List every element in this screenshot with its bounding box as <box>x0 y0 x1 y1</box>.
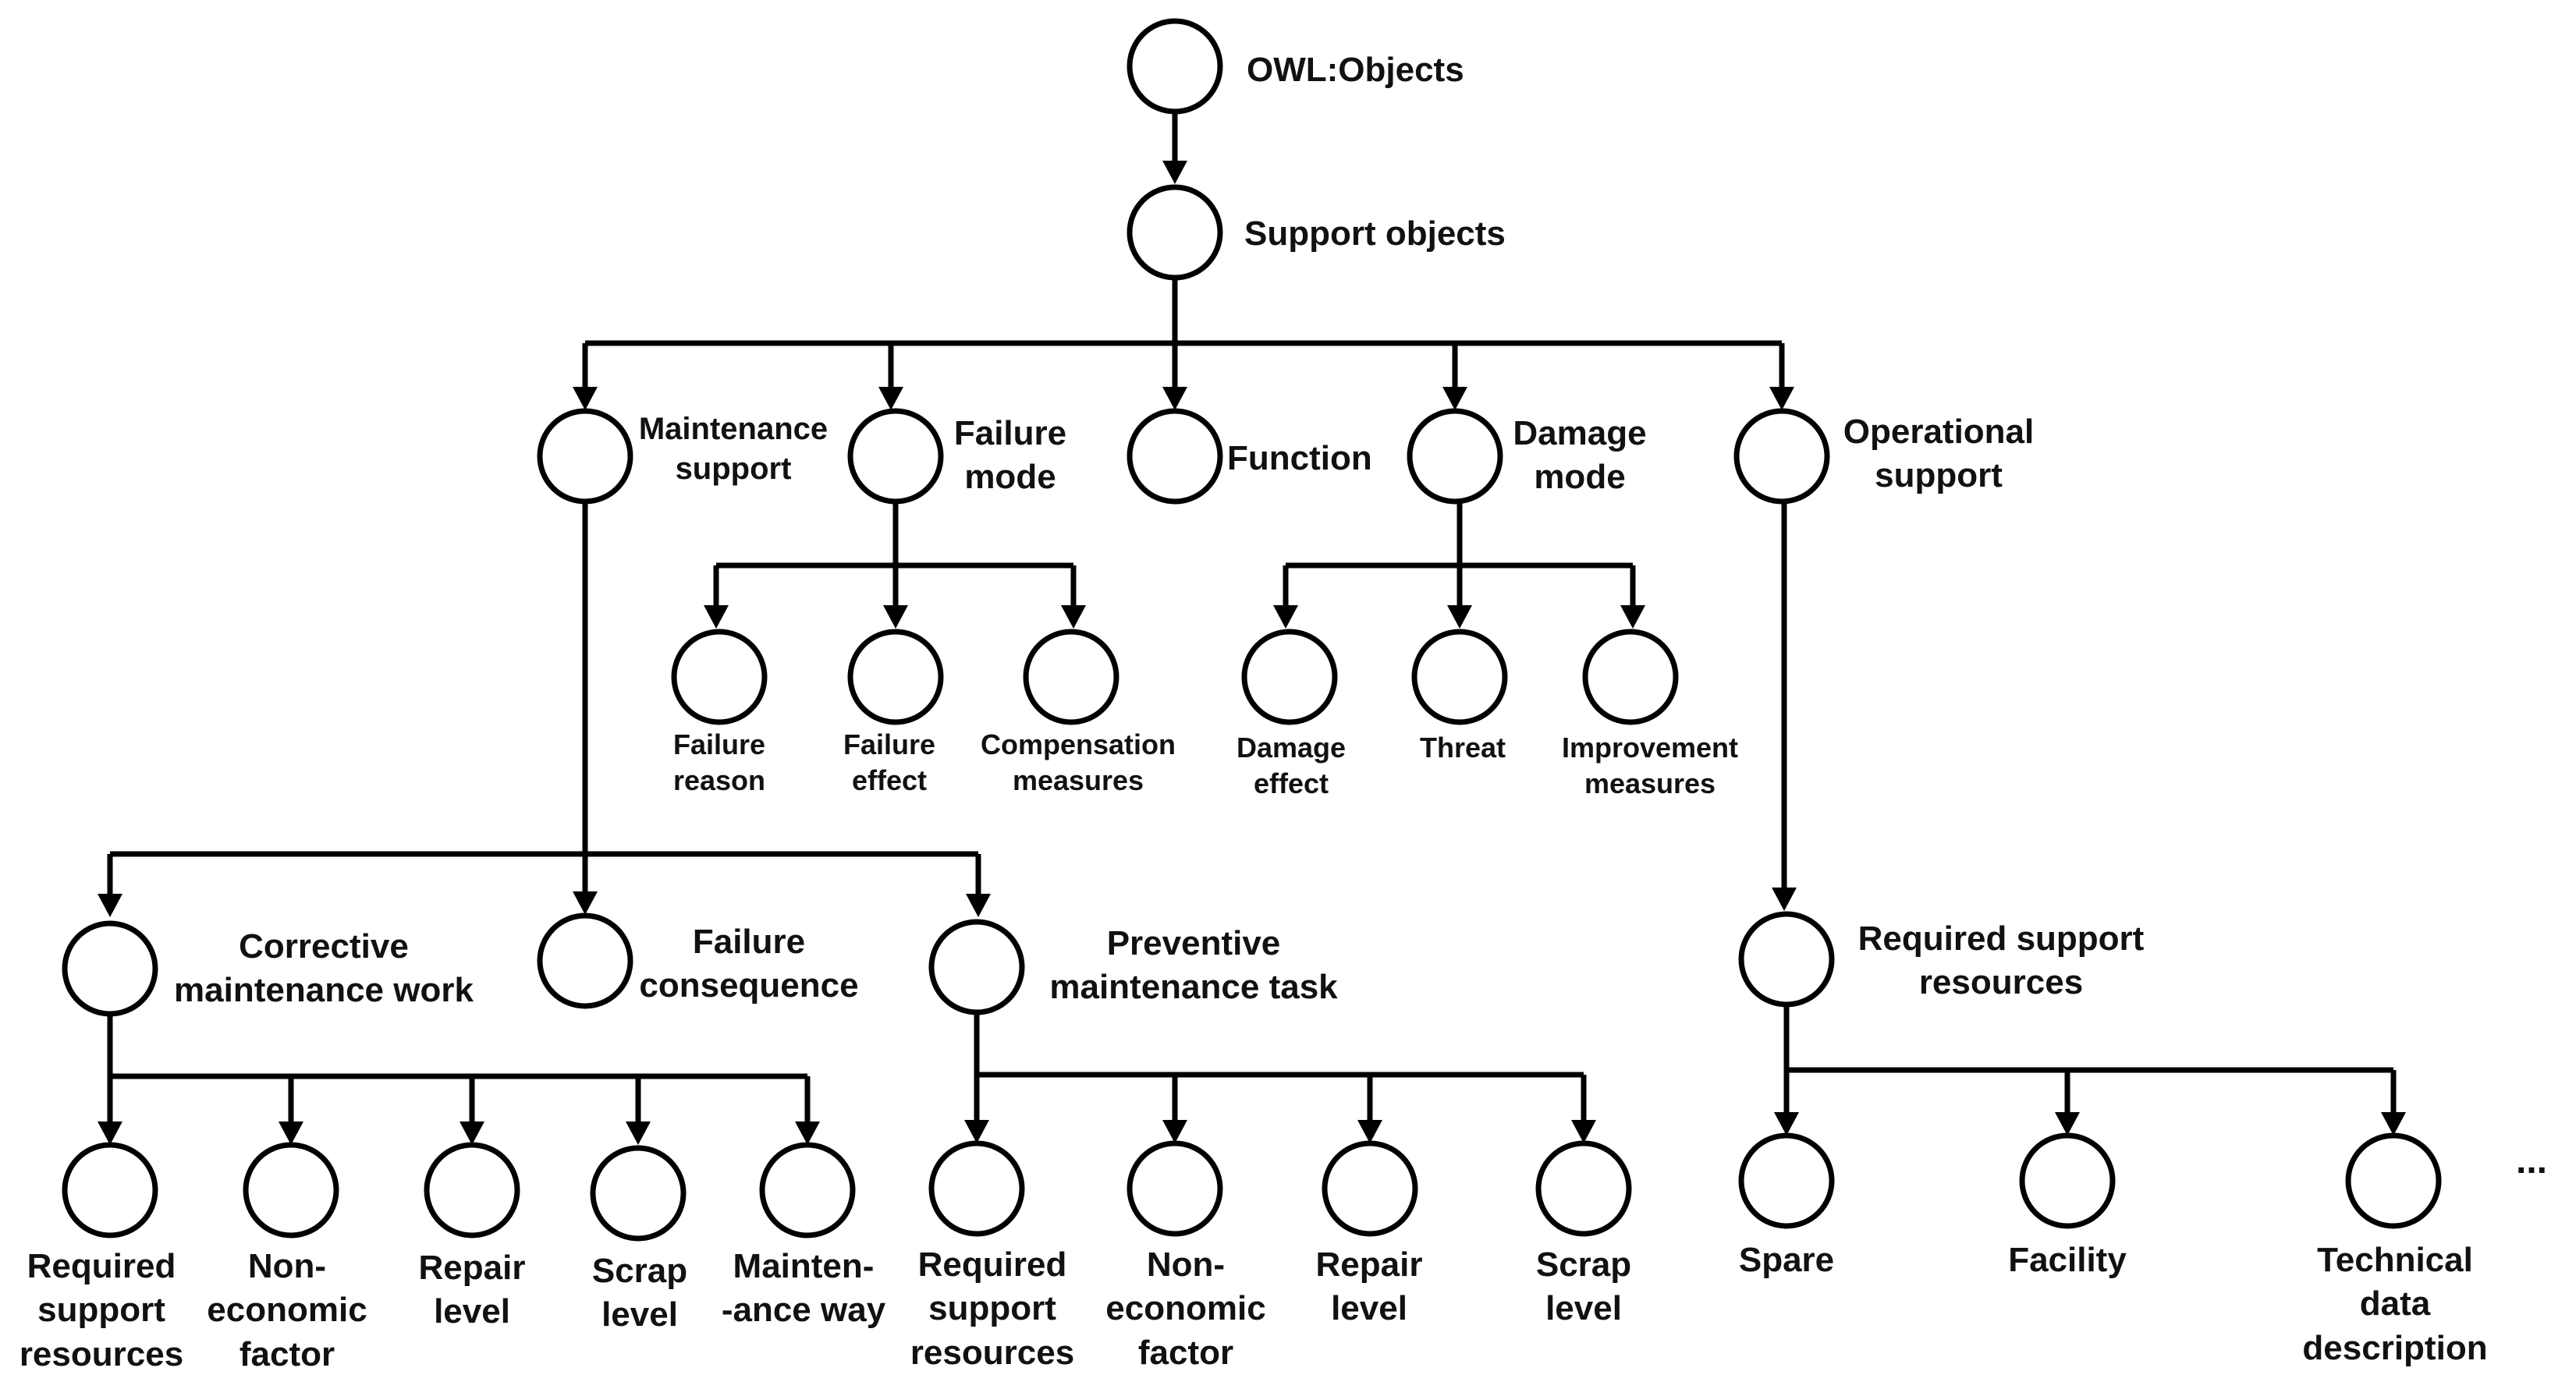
node-failure-effect <box>847 629 944 725</box>
node-cmw-maintenance-way <box>759 1142 856 1238</box>
node-spare <box>1738 1132 1835 1229</box>
label-spare: Spare <box>1738 1241 1835 1279</box>
node-pmt-scrap-level <box>1535 1140 1632 1237</box>
label-cmw-required-support-resources: Required support resources <box>19 1247 184 1373</box>
arrowhead <box>1442 387 1467 410</box>
arrowhead <box>1357 1120 1382 1143</box>
label-corrective-maintenance-work: Corrective maintenance work <box>174 927 474 1010</box>
label-operational-support: Operational support <box>1843 413 2035 495</box>
arrowhead <box>98 1121 122 1145</box>
arrowhead <box>2055 1112 2080 1136</box>
node-cmw-repair-level <box>424 1142 520 1238</box>
node-operational-support <box>1733 408 1830 505</box>
label-pmt-required-support-resources: Required support resources <box>910 1245 1075 1372</box>
edge-support-children <box>582 279 1785 388</box>
arrowhead <box>704 605 729 629</box>
node-required-support-resources-top <box>1738 911 1835 1008</box>
label-technical-data-description: Technical data description <box>2302 1241 2488 1367</box>
label-damage-mode: Damage mode <box>1513 414 1647 497</box>
node-maintenance-support <box>537 408 633 505</box>
label-cmw-non-economic-factor: Non- economic factor <box>207 1247 367 1373</box>
arrowhead <box>1162 1120 1187 1143</box>
node-pmt-repair-level <box>1322 1140 1418 1237</box>
edge-failure-mode-children <box>713 503 1077 607</box>
node-facility <box>2019 1132 2116 1229</box>
node-improvement-measures <box>1582 629 1679 725</box>
node-cmw-non-economic-factor <box>243 1142 339 1238</box>
label-damage-effect: Damage effect <box>1236 732 1347 800</box>
arrowhead <box>459 1121 484 1145</box>
node-cmw-scrap-level <box>590 1145 687 1242</box>
arrowhead <box>1772 888 1797 911</box>
label-required-support-resources-top: Required support resources <box>1857 920 2145 1002</box>
arrowhead <box>626 1121 651 1145</box>
arrowhead <box>1162 161 1187 184</box>
arrowhead <box>573 387 598 410</box>
edge-damage-mode-children <box>1283 503 1636 607</box>
label-failure-consequence: Failure consequence <box>639 923 859 1005</box>
label-cmw-maintenance-way: Mainten- -ance way <box>721 1247 886 1330</box>
label-failure-mode: Failure mode <box>953 414 1067 497</box>
label-preventive-maintenance-task: Preventive maintenance task <box>1049 924 1338 1007</box>
arrowhead <box>1774 1112 1799 1136</box>
label-cmw-scrap-level: Scrap level <box>591 1252 688 1334</box>
label-function: Function <box>1227 439 1372 477</box>
edge-preventive-children <box>974 1014 1587 1121</box>
edge-required-resources-children <box>1783 1006 2397 1114</box>
edge-maintenance-support-children <box>107 503 981 895</box>
node-failure-mode <box>847 408 944 505</box>
node-compensation-measures <box>1023 629 1119 725</box>
node-pmt-non-economic-factor <box>1127 1140 1223 1237</box>
arrowhead <box>795 1121 820 1145</box>
arrowhead <box>964 1120 989 1143</box>
label-pmt-non-economic-factor: Non- economic factor <box>1105 1245 1266 1372</box>
node-preventive-maintenance-task <box>928 919 1025 1015</box>
node-damage-mode <box>1407 408 1503 505</box>
label-failure-reason: Failure reason <box>672 728 766 797</box>
arrowhead <box>1162 387 1187 410</box>
label-owl-objects: OWL:Objects <box>1247 51 1464 89</box>
arrowhead <box>1571 1120 1596 1143</box>
arrowhead <box>966 894 991 917</box>
node-pmt-required-support-resources <box>928 1140 1025 1237</box>
arrowhead <box>1273 605 1298 629</box>
edge-corrective-children <box>107 1014 811 1123</box>
arrowhead <box>878 387 903 410</box>
label-cmw-repair-level: Repair level <box>418 1249 526 1331</box>
arrowhead <box>1620 605 1645 629</box>
node-damage-effect <box>1241 629 1338 725</box>
label-threat: Threat <box>1419 732 1506 764</box>
label-facility: Facility <box>2008 1241 2127 1279</box>
arrowhead <box>1447 605 1472 629</box>
node-support-objects <box>1127 184 1223 281</box>
label-compensation-measures: Compensation measures <box>980 728 1176 797</box>
label-pmt-scrap-level: Scrap level <box>1535 1245 1632 1328</box>
node-cmw-required-support-resources <box>62 1142 158 1238</box>
edges <box>98 112 2406 1145</box>
arrowhead <box>279 1121 303 1145</box>
arrowhead <box>2381 1112 2406 1136</box>
arrowhead <box>1769 387 1794 410</box>
label-support-objects: Support objects <box>1244 214 1506 253</box>
arrowhead <box>573 891 598 915</box>
node-owl-objects <box>1127 18 1223 115</box>
node-corrective-maintenance-work <box>62 920 158 1017</box>
node-failure-reason <box>671 629 768 725</box>
node-failure-consequence <box>537 912 633 1009</box>
label-improvement-measures: Improvement measures <box>1561 732 1739 800</box>
arrowhead <box>883 605 908 629</box>
label-maintenance-support: Maintenance support <box>638 412 829 487</box>
arrowhead <box>1061 605 1086 629</box>
label-pmt-repair-level: Repair level <box>1315 1245 1423 1328</box>
ellipsis-more: ... <box>2516 1140 2548 1182</box>
node-function <box>1127 408 1223 505</box>
node-threat <box>1411 629 1508 725</box>
node-technical-data-description <box>2345 1132 2442 1229</box>
nodes <box>62 18 2442 1242</box>
label-failure-effect: Failure effect <box>843 728 936 797</box>
arrowhead <box>98 894 122 917</box>
